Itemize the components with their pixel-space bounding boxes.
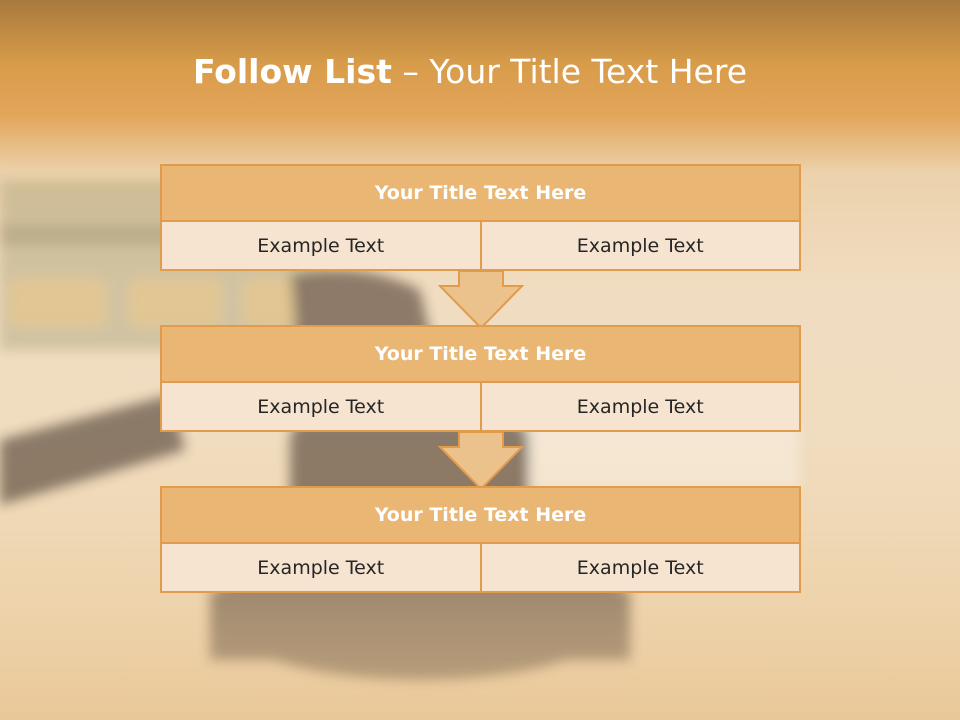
block-cell-right: Example Text (479, 383, 800, 430)
block-row: Example Text Example Text (160, 383, 801, 432)
list-block-2: Your Title Text Here Example Text Exampl… (160, 325, 801, 432)
block-cell-right: Example Text (479, 222, 800, 269)
block-cell-left: Example Text (257, 556, 385, 579)
block-row: Example Text Example Text (160, 222, 801, 271)
slide-title-subtitle: Your Title Text Here (429, 52, 748, 91)
down-arrow-icon (438, 431, 524, 491)
block-title: Your Title Text Here (160, 164, 801, 222)
down-arrow-icon (438, 270, 524, 330)
list-block-3: Your Title Text Here Example Text Exampl… (160, 486, 801, 593)
block-title: Your Title Text Here (160, 486, 801, 544)
block-title: Your Title Text Here (160, 325, 801, 383)
slide-title-main: Follow List (192, 52, 392, 91)
block-cell-left: Example Text (257, 234, 385, 257)
slide-title-separator: – (391, 52, 430, 91)
block-cell-right: Example Text (479, 544, 800, 591)
slide-title: Follow List – Your Title Text Here (0, 52, 940, 91)
block-row: Example Text Example Text (160, 544, 801, 593)
block-cell-left: Example Text (257, 395, 385, 418)
list-block-1: Your Title Text Here Example Text Exampl… (160, 164, 801, 271)
